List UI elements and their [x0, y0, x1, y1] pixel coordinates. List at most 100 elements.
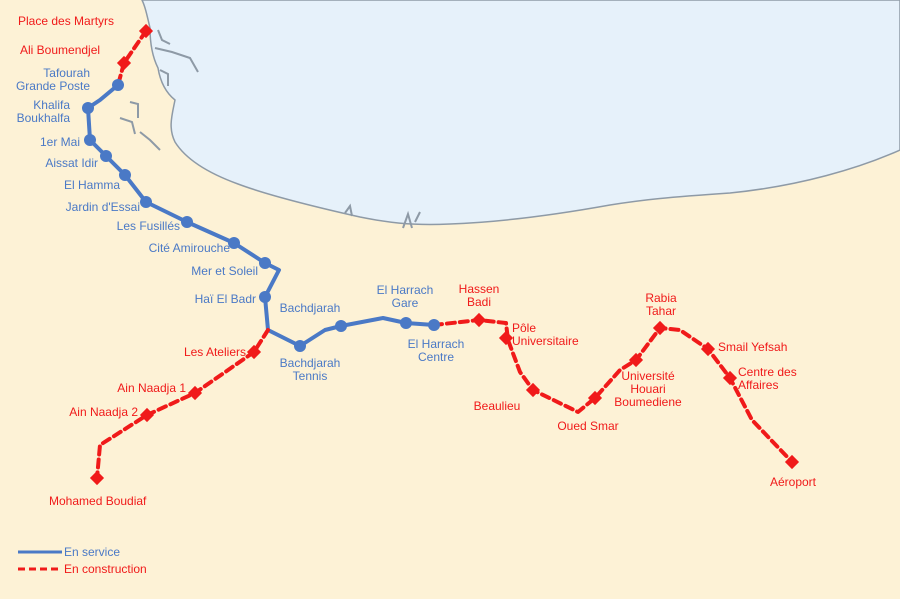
station-marker [89, 470, 105, 486]
legend-label-under-construction: En construction [64, 562, 147, 576]
station-label: Boukhalfa [17, 111, 71, 125]
station-label: Smail Yefsah [718, 340, 787, 354]
station-label: Les Fusillés [117, 219, 180, 233]
station-label: Place des Martyrs [18, 14, 114, 28]
station-label: Mer et Soleil [191, 264, 258, 278]
station-label: Tennis [293, 369, 328, 383]
station-1er-mai: 1er Mai [40, 134, 96, 149]
station-marker [471, 312, 487, 328]
station-mohamed-boudiaf: Mohamed Boudiaf [49, 470, 147, 508]
station-label: Aéroport [770, 475, 817, 489]
station-marker [181, 216, 193, 228]
station-label: Pôle [512, 321, 536, 335]
station-label: Bachdjarah [280, 301, 341, 315]
station-place-des-martyrs: Place des Martyrs [18, 14, 154, 39]
station-marker [100, 150, 112, 162]
station-marker [652, 320, 668, 336]
station-marker [587, 390, 603, 406]
station-marker [428, 319, 440, 331]
station-el-hamma: El Hamma [64, 169, 131, 192]
station-ain-naadja-2: Ain Naadja 2 [69, 405, 155, 423]
station-marker [84, 134, 96, 146]
station-bachdjarah: Bachdjarah [280, 301, 347, 332]
station-label: El Hamma [64, 178, 120, 192]
station-label: 1er Mai [40, 135, 80, 149]
station-ain-naadja-1: Ain Naadja 1 [117, 381, 203, 401]
station-label: Université [621, 369, 675, 383]
station-label: Aissat Idir [45, 156, 98, 170]
station-label: Ali Boumendjel [20, 43, 100, 57]
station-label: Centre des [738, 365, 797, 379]
station-label: El Harrach [377, 283, 434, 297]
station-label: Cité Amirouche [149, 241, 231, 255]
station-label: Tahar [646, 304, 676, 318]
station-marker [400, 317, 412, 329]
station-label: Affaires [738, 378, 778, 392]
station-label: Houari [630, 382, 665, 396]
legend-label-in-service: En service [64, 545, 120, 559]
station-mer-et-soleil: Mer et Soleil [191, 257, 271, 278]
station-marker [187, 385, 203, 401]
station-marker [498, 330, 514, 346]
station-marker [722, 370, 738, 386]
station-les-fusilles: Les Fusillés [117, 216, 193, 233]
station-label: Jardin d'Essai [66, 200, 140, 214]
station-marker [82, 102, 94, 114]
station-hai-el-badr: Haï El Badr [195, 291, 271, 306]
station-oued-smar: Oued Smar [557, 390, 619, 433]
station-smail-yefsah: Smail Yefsah [700, 340, 787, 357]
station-label: Mohamed Boudiaf [49, 494, 147, 508]
station-aeroport: Aéroport [770, 454, 817, 489]
station-beaulieu: Beaulieu [474, 382, 541, 413]
legend: En service En construction [18, 545, 147, 576]
station-label: Haï El Badr [195, 292, 256, 306]
sea-area [141, 0, 900, 226]
station-label: Gare [392, 296, 419, 310]
station-marker [228, 237, 240, 249]
harbour-jetties [119, 29, 421, 229]
station-marker [119, 169, 131, 181]
station-jardin-d-essai: Jardin d'Essai [66, 196, 152, 214]
station-label: Tafourah [43, 66, 90, 80]
station-label: Centre [418, 350, 454, 364]
station-marker [628, 352, 644, 368]
station-les-ateliers: Les Ateliers [184, 344, 262, 360]
station-marker [259, 291, 271, 303]
station-marker [700, 341, 716, 357]
station-label: Rabia [645, 291, 677, 305]
station-marker [335, 320, 347, 332]
station-label: Oued Smar [557, 419, 618, 433]
station-label: Les Ateliers [184, 345, 246, 359]
station-label: Khalifa [33, 98, 70, 112]
station-marker [139, 407, 155, 423]
station-label: Hassen [459, 282, 500, 296]
station-marker [246, 344, 262, 360]
station-label: Beaulieu [474, 399, 521, 413]
station-label: El Harrach [408, 337, 465, 351]
station-marker [784, 454, 800, 470]
station-label: Boumediene [614, 395, 682, 409]
station-label: Bachdjarah [280, 356, 341, 370]
station-label: Badi [467, 295, 491, 309]
station-label: Ain Naadja 1 [117, 381, 186, 395]
station-marker [525, 382, 541, 398]
station-label: Ain Naadja 2 [69, 405, 138, 419]
station-marker [112, 79, 124, 91]
station-marker [294, 340, 306, 352]
station-label: Universitaire [512, 334, 579, 348]
line-under-construction-east [432, 318, 794, 464]
station-aissat-idir: Aissat Idir [45, 150, 112, 170]
